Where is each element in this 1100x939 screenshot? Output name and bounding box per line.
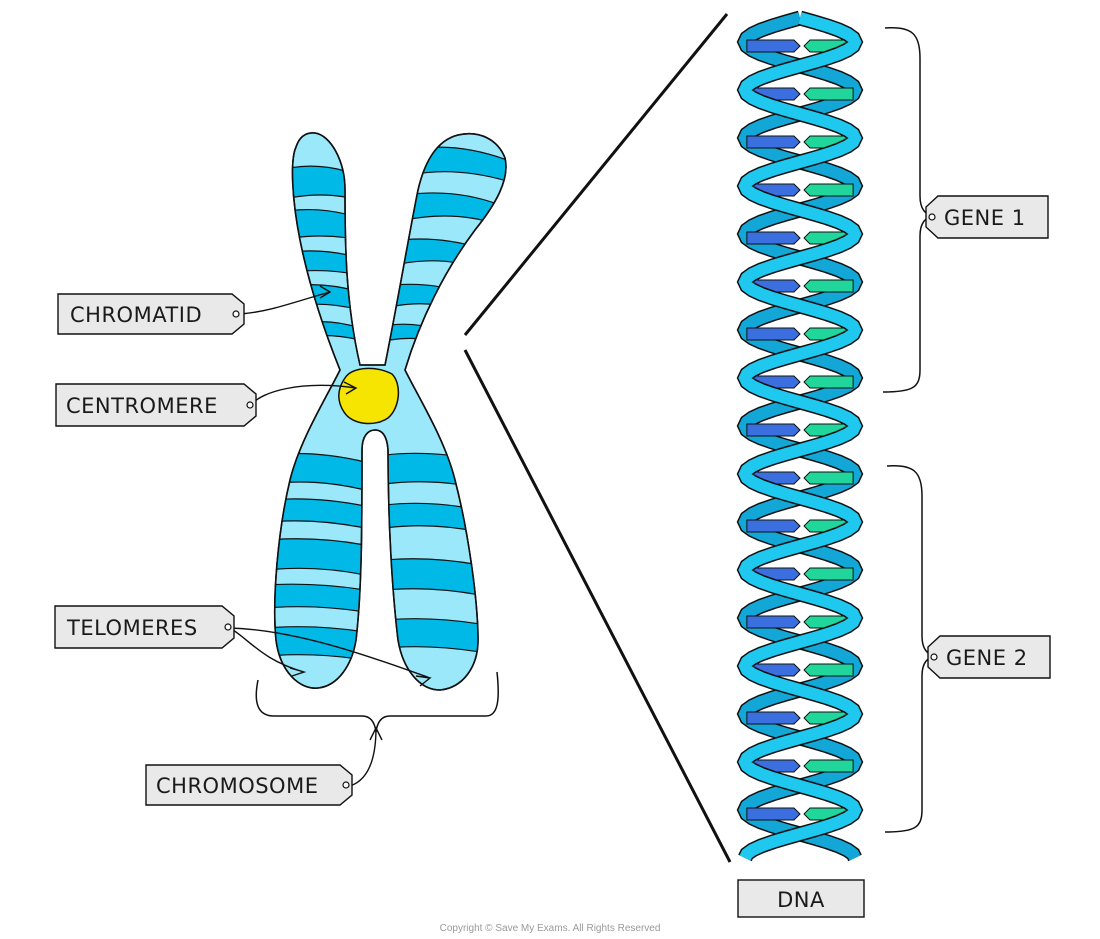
base-right	[803, 663, 854, 677]
base-right	[803, 183, 854, 197]
label-telomeres-text: TELOMERES	[66, 616, 198, 640]
base-right	[803, 567, 854, 581]
dna-strand-front	[738, 12, 862, 861]
base-left	[746, 39, 801, 53]
base-left	[746, 519, 801, 533]
base-left	[746, 135, 801, 149]
label-chromosome: CHROMOSOME	[145, 764, 353, 806]
label-telomeres: TELOMERES	[54, 605, 235, 649]
zoom-line-top	[463, 13, 729, 336]
label-gene1: GENE 1	[925, 195, 1049, 239]
chromosome	[273, 132, 507, 691]
zoom-line-bottom	[463, 349, 732, 863]
base-left	[746, 423, 801, 437]
base-left	[746, 231, 801, 245]
copyright-text: Copyright © Save My Exams. All Rights Re…	[440, 923, 661, 934]
telomere-pointer-left	[229, 627, 307, 677]
label-gene1-text: GENE 1	[944, 206, 1026, 230]
label-chromatid-text: CHROMATID	[70, 303, 202, 327]
base-left	[746, 615, 801, 629]
base-right	[803, 87, 854, 101]
label-centromere-text: CENTROMERE	[66, 394, 218, 418]
centromere	[338, 367, 400, 425]
base-right	[803, 471, 854, 485]
base-right	[803, 759, 854, 773]
label-dna-text: DNA	[777, 888, 825, 912]
telomere-pointer-right	[229, 627, 432, 687]
label-centromere: CENTROMERE	[55, 383, 257, 427]
label-gene2-text: GENE 2	[946, 646, 1028, 670]
label-gene2: GENE 2	[927, 635, 1051, 679]
chromatid-pointer	[239, 285, 332, 315]
base-right	[803, 375, 854, 389]
base-left	[746, 327, 801, 341]
gene1-brace	[882, 26, 935, 393]
base-left	[746, 711, 801, 725]
label-chromosome-text: CHROMOSOME	[156, 774, 318, 798]
dna-double-helix	[736, 10, 864, 862]
label-chromatid: CHROMATID	[57, 293, 245, 335]
chromosome-pointer	[349, 726, 383, 787]
gene2-brace	[884, 464, 937, 833]
base-right	[803, 279, 854, 293]
label-dna: DNA	[737, 879, 865, 918]
chromosome-bands	[274, 146, 506, 661]
base-left	[746, 807, 801, 821]
